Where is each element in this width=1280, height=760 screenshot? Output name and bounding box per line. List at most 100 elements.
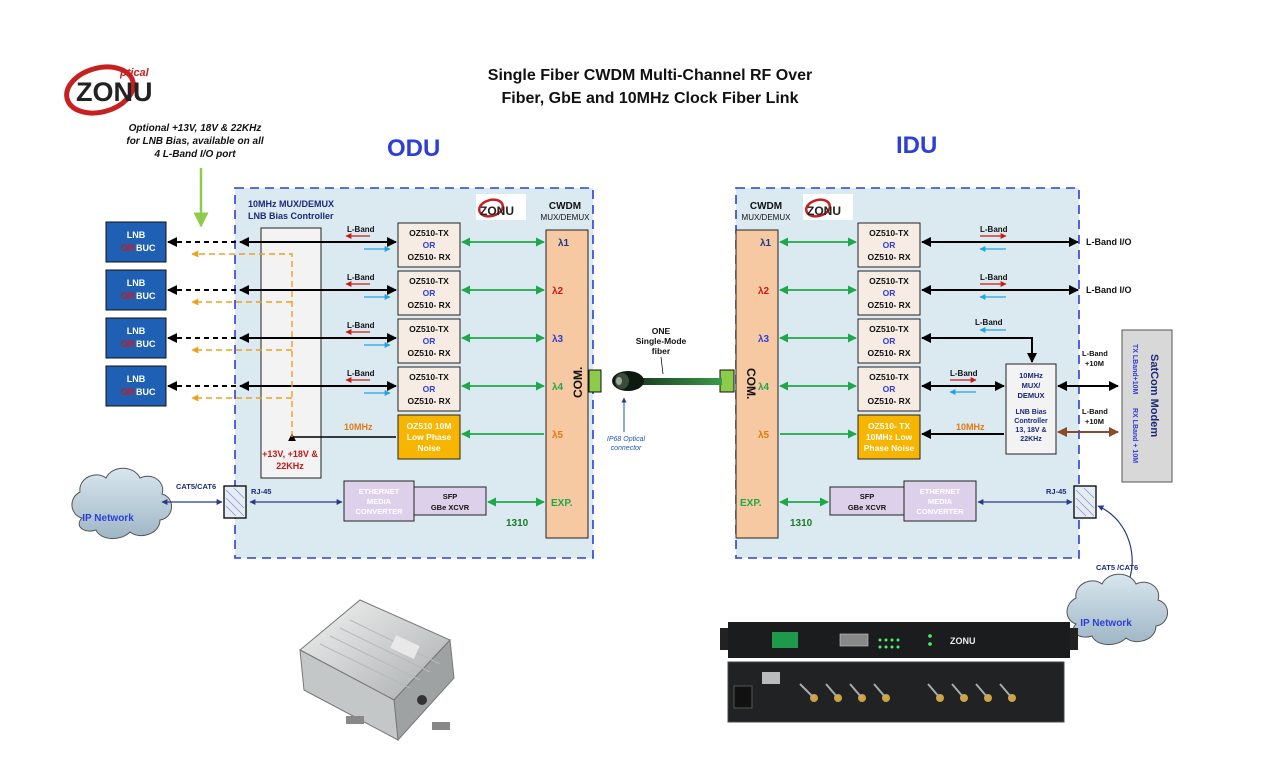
- svg-text:RX LBand + 10M: RX LBand + 10M: [1131, 408, 1138, 463]
- svg-text:OZ510 10M: OZ510 10M: [407, 421, 452, 431]
- idu-exp-label: EXP.: [740, 498, 762, 509]
- idu-rj45-hatch: [1075, 487, 1095, 517]
- idu-lambda-1: λ1: [760, 238, 772, 249]
- svg-text:OR: OR: [423, 336, 436, 346]
- idu-xcvr-2: OZ510-TX OR OZ510- RX: [857, 270, 921, 316]
- idu-com-label: COM.: [744, 368, 758, 399]
- svg-text:13, 18V &: 13, 18V &: [1015, 427, 1046, 434]
- svg-text:OZ510- RX: OZ510- RX: [868, 348, 911, 358]
- fiber-label-1: ONE: [652, 326, 671, 336]
- odu-1310-label: 1310: [506, 518, 529, 529]
- odu-mux-column: [260, 227, 322, 479]
- idu-ethernet-converter: ETHERNET MEDIA CONVERTER: [903, 480, 977, 522]
- odu-rj45-hatch: [225, 487, 245, 517]
- fiber-connector-icon: [612, 371, 644, 391]
- svg-text:OR: OR: [423, 288, 436, 298]
- idu-lband-row-2: L-Band: [979, 273, 1008, 300]
- bias-note-line-3: 4 L-Band I/O port: [153, 149, 236, 160]
- odu-xcvr-3: OZ510-TX OR OZ510- RX: [397, 318, 461, 364]
- svg-text:OZ510- RX: OZ510- RX: [408, 252, 451, 262]
- odu-lband-row-4: L-Band: [345, 369, 391, 396]
- svg-text:Noise: Noise: [417, 443, 440, 453]
- fiber-label-2: Single-Mode: [636, 336, 687, 346]
- idu-cat-label: CAT5 /CAT6: [1096, 563, 1138, 572]
- odu-lband-row-3: L-Band: [345, 321, 391, 348]
- bias-note-line-2: for LNB Bias, available on all: [126, 136, 263, 147]
- svg-text:TX LBand+10M: TX LBand+10M: [1131, 344, 1138, 395]
- odu-ip-network-cloud: IP Network: [71, 467, 172, 539]
- svg-text:ETHERNET: ETHERNET: [359, 487, 400, 496]
- idu-clock-box: OZ510- TX 10MHz Low Phase Noise: [857, 414, 921, 460]
- svg-text:L-Band: L-Band: [950, 369, 978, 378]
- svg-text:L-Band: L-Band: [347, 225, 375, 234]
- svg-text:OR: OR: [883, 288, 896, 298]
- connector-label-2: connector: [611, 445, 642, 452]
- odu-clock-box: OZ510 10M Low Phase Noise: [397, 414, 461, 460]
- logo-swoosh: [64, 64, 136, 116]
- svg-text:OZ510-TX: OZ510-TX: [869, 276, 909, 286]
- svg-text:OZ510- RX: OZ510- RX: [408, 396, 451, 406]
- title-line-2: Fiber, GbE and 10MHz Clock Fiber Link: [502, 90, 799, 107]
- idu-cwdm-title: CWDM: [750, 201, 782, 212]
- odu-com-label: COM.: [571, 367, 585, 398]
- svg-text:OZ510- RX: OZ510- RX: [868, 252, 911, 262]
- odu-lband-row-2: L-Band: [345, 273, 391, 300]
- idu-xcvr-4: OZ510-TX OR OZ510- RX: [857, 366, 921, 412]
- idu-cwdm-column: [735, 229, 779, 539]
- svg-text:L-Band: L-Band: [980, 225, 1008, 234]
- odu-rj45-label: RJ-45: [251, 487, 271, 496]
- svg-text:BUC: BUC: [136, 243, 156, 253]
- svg-text:GBe XCVR: GBe XCVR: [431, 503, 470, 512]
- idu-lband-io-1: L-Band I/O: [1086, 237, 1132, 247]
- svg-text:CONVERTER: CONVERTER: [355, 507, 403, 516]
- svg-text:OZ510-TX: OZ510-TX: [409, 228, 449, 238]
- svg-text:ETHERNET: ETHERNET: [920, 487, 961, 496]
- odu-mux-title-1: 10MHz MUX/DEMUX: [248, 199, 334, 209]
- odu-lambda-3: λ3: [552, 334, 564, 345]
- odu-panel: 10MHz MUX/DEMUX LNB Bias Controller ZONU…: [234, 187, 594, 559]
- svg-text:IP Network: IP Network: [1080, 618, 1132, 629]
- idu-rj45-label: RJ-45: [1046, 487, 1066, 496]
- svg-text:OZ510-TX: OZ510-TX: [409, 276, 449, 286]
- lnb-buc-3: LNB OR BUC: [105, 317, 167, 359]
- svg-text:Controller: Controller: [1014, 418, 1048, 425]
- odu-fiber-port: [588, 369, 602, 393]
- svg-text:SFP: SFP: [443, 492, 458, 501]
- svg-text:LNB: LNB: [127, 374, 146, 384]
- svg-text:10MHz Low: 10MHz Low: [866, 432, 913, 442]
- bias-lines: [191, 250, 293, 437]
- odu-mux-title-2: LNB Bias Controller: [248, 211, 334, 221]
- idu-lband-row-4: L-Band: [949, 369, 978, 395]
- lnb-buc-2: LNB OR BUC: [105, 269, 167, 311]
- svg-text:OR: OR: [883, 384, 896, 394]
- idu-lambda-4: λ4: [758, 382, 770, 393]
- idu-sfp: SFP GBe XCVR: [829, 486, 905, 516]
- svg-text:BUC: BUC: [136, 387, 156, 397]
- svg-text:OZ510- RX: OZ510- RX: [868, 300, 911, 310]
- modem-label-2b: +10M: [1085, 417, 1104, 426]
- idu-1310-label: 1310: [790, 518, 813, 529]
- odu-lambda-1: λ1: [558, 238, 570, 249]
- svg-text:OR: OR: [423, 384, 436, 394]
- odu-enclosure-photo: [299, 599, 455, 742]
- svg-text:OZ510-TX: OZ510-TX: [869, 228, 909, 238]
- bias-note-line-1: Optional +13V, 18V & 22KHz: [129, 123, 262, 134]
- svg-text:BUC: BUC: [136, 339, 156, 349]
- idu-ip-network-cloud: IP Network: [1066, 573, 1168, 645]
- odu-optical-links: [461, 237, 545, 507]
- svg-text:MEDIA: MEDIA: [367, 497, 392, 506]
- svg-text:OZ510-TX: OZ510-TX: [409, 324, 449, 334]
- odu-heading: ODU: [387, 135, 440, 162]
- svg-text:DEMUX: DEMUX: [1017, 391, 1044, 400]
- svg-text:OR: OR: [121, 387, 135, 397]
- odu-cat-label: CAT5/CAT6: [176, 482, 216, 491]
- svg-text:OZ510-TX: OZ510-TX: [409, 372, 449, 382]
- svg-text:OR: OR: [423, 240, 436, 250]
- svg-text:ZONU: ZONU: [807, 204, 841, 218]
- odu-lambda-2: λ2: [552, 286, 564, 297]
- odu-sfp: SFP GBe XCVR: [413, 486, 487, 516]
- idu-cwdm-subtitle: MUX/DEMUX: [742, 213, 792, 222]
- odu-lambda-4: λ4: [552, 382, 564, 393]
- modem-label-2a: L-Band: [1082, 407, 1108, 416]
- svg-text:ZONU: ZONU: [950, 636, 976, 646]
